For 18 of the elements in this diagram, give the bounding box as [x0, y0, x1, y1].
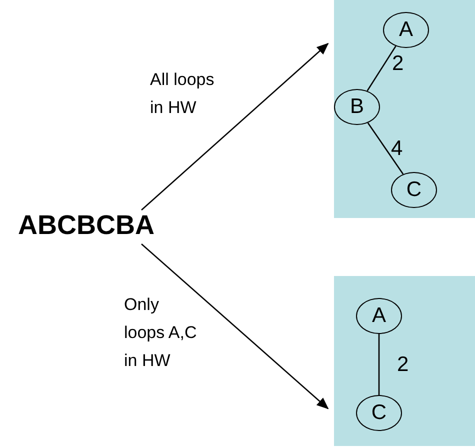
- edge-label: Only loops A,C in HW: [124, 294, 198, 372]
- sequence-label: ABCBCBA: [18, 210, 208, 244]
- edge-label: All loops in HW: [150, 69, 216, 119]
- edge-line: [366, 46, 396, 92]
- arrow: [141, 42, 329, 210]
- edge-line: [367, 122, 404, 175]
- arrow: [141, 244, 329, 410]
- vertex-ellipse: C: [356, 395, 402, 431]
- edge-label: 4: [391, 137, 404, 161]
- edge-label: 2: [392, 52, 405, 76]
- edge-line: [378, 334, 380, 395]
- vertex-ellipse: B: [334, 89, 380, 125]
- vertex-ellipse: A: [356, 298, 402, 334]
- vertex-ellipse: C: [391, 172, 437, 208]
- edge-label: 2: [397, 353, 410, 377]
- vertex-ellipse: A: [383, 12, 429, 48]
- graph-panel: [334, 276, 475, 446]
- graph-panel: [334, 0, 475, 218]
